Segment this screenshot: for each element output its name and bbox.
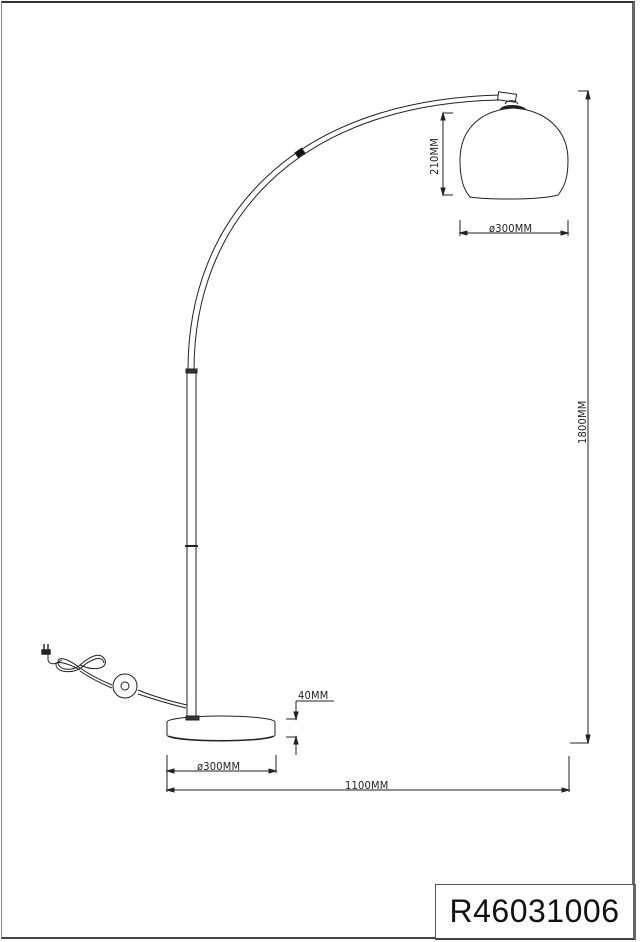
- label-shade-height: 210MM: [428, 138, 441, 175]
- product-code-box: R46031006: [435, 884, 636, 940]
- pole: [185, 368, 198, 719]
- label-base-diameter: ø300MM: [197, 760, 240, 773]
- dim-base-diameter: [165, 755, 278, 775]
- label-base-height: 40MM: [298, 689, 328, 702]
- shade-connector: [496, 91, 527, 111]
- dim-shade-height: [440, 111, 453, 197]
- dim-base-height: [286, 700, 334, 755]
- dim-shade-diameter: [458, 220, 570, 236]
- base: [166, 715, 276, 742]
- shade: [459, 107, 569, 200]
- label-total-width: 1100MM: [345, 779, 388, 792]
- dim-total-width: [165, 756, 571, 793]
- label-shade-diameter: ø300MM: [489, 222, 532, 235]
- product-code: R46031006: [449, 893, 620, 929]
- cord: [47, 650, 188, 709]
- plug: [41, 644, 51, 655]
- arc-arm: [187, 94, 501, 371]
- dim-total-height: [570, 90, 591, 744]
- foot-switch: [112, 673, 138, 699]
- label-total-height: 1800MM: [576, 401, 589, 444]
